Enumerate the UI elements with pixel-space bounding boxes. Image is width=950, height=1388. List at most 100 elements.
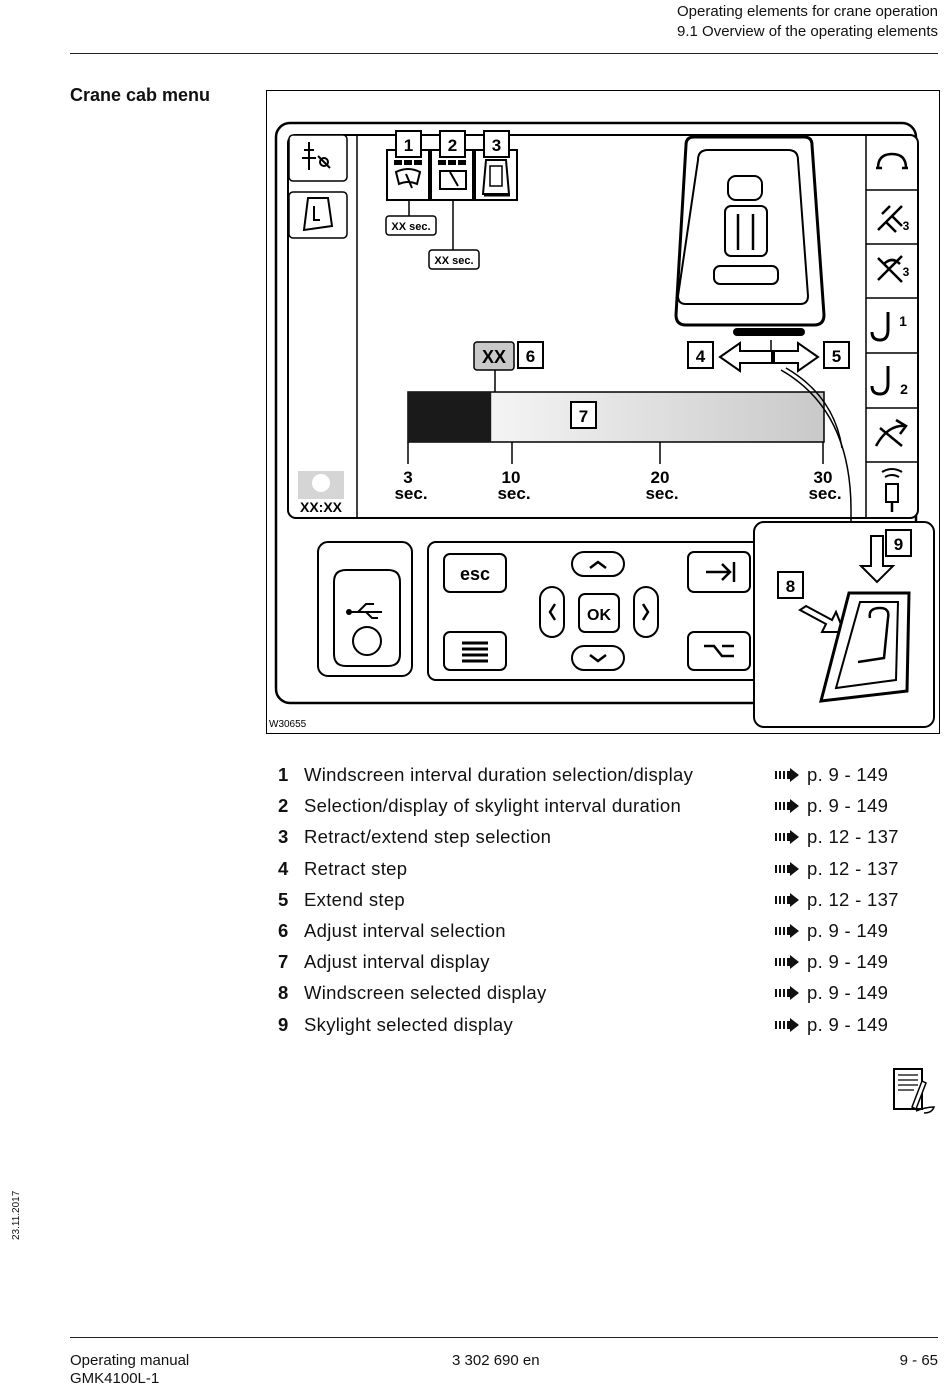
figure-id: W30655 (269, 719, 307, 730)
footer-rule (70, 1337, 938, 1338)
time-display: XX:XX (298, 471, 344, 515)
step-selection-tile[interactable] (474, 149, 518, 201)
windscreen-interval-tile[interactable] (386, 149, 430, 201)
footer-manual: Operating manual (70, 1352, 190, 1369)
slewing-icon[interactable] (876, 152, 908, 170)
header-section: 9.1 Overview of the operating elements (677, 23, 938, 40)
legend-page-ref: p. 12 - 137 (807, 857, 899, 879)
legend-reference[interactable]: p. 9 - 149 (775, 951, 888, 973)
right-button[interactable] (633, 586, 659, 638)
toggle-button[interactable] (687, 631, 751, 671)
time-display-value: XX:XX (300, 499, 343, 515)
tick-label-30: 30 (814, 468, 833, 487)
tab-icon (706, 562, 736, 582)
legend-reference[interactable]: p. 9 - 149 (775, 920, 888, 942)
header-rule (70, 53, 938, 54)
legend-reference[interactable]: p. 12 - 137 (775, 826, 899, 848)
wrench-crane-icon[interactable] (288, 134, 348, 182)
footer-model: GMK4100L-1 (70, 1370, 160, 1387)
interval-bar[interactable] (407, 391, 825, 443)
svg-text:8: 8 (786, 577, 795, 596)
legend-number: 7 (278, 951, 289, 973)
legend-text: Windscreen selected display (304, 982, 547, 1004)
up-button[interactable] (571, 551, 625, 577)
svg-text:9: 9 (894, 535, 903, 554)
legend-number: 6 (278, 919, 289, 941)
tick-label-20: 20 (651, 468, 670, 487)
arrow-ref-icon (775, 892, 799, 907)
legend-text: Skylight selected display (304, 1013, 514, 1035)
hook-2-icon[interactable]: 2 (870, 366, 908, 397)
windscreen-interval-label: XX sec. (385, 215, 437, 236)
extend-step-arrow[interactable] (773, 341, 820, 373)
hook-1-icon[interactable]: 1 (870, 312, 907, 342)
hook-2-number: 2 (900, 381, 908, 397)
skylight-arrow (858, 535, 896, 584)
legend-page-ref: p. 9 - 149 (807, 951, 889, 973)
down-button[interactable] (571, 645, 625, 671)
svg-text:2: 2 (448, 136, 457, 155)
callout-6: 6 (517, 341, 544, 369)
legend-reference[interactable]: p. 12 - 137 (775, 858, 899, 880)
menu-button[interactable] (443, 631, 507, 671)
retract-step-arrow[interactable] (718, 341, 773, 373)
remote-control-icon[interactable] (881, 468, 903, 512)
legend-number: 2 (278, 795, 289, 817)
legend-page-ref: p. 12 - 137 (807, 826, 899, 848)
legend-text: Adjust interval display (304, 951, 490, 973)
ok-button[interactable]: OK (578, 593, 620, 633)
derrick-number: 3 (903, 265, 910, 279)
telescope-3-icon[interactable]: 3 (877, 205, 910, 233)
arrow-ref-icon (775, 799, 799, 814)
callout-4: 4 (687, 341, 714, 369)
legend-text: Retract step (304, 857, 408, 879)
section-title: Crane cab menu (70, 85, 211, 105)
interval-value-button[interactable]: XX (473, 341, 515, 371)
header-chapter: Operating elements for crane operation (677, 3, 938, 20)
legend-page-ref: p. 9 - 149 (807, 795, 889, 817)
legend-item: 7 Adjust interval display p. 9 - 149 (270, 951, 910, 982)
left-button[interactable] (539, 586, 565, 638)
legend-number: 8 (278, 982, 289, 1004)
svg-text:3: 3 (492, 136, 501, 155)
esc-button[interactable]: esc (443, 553, 507, 593)
legend-reference[interactable]: p. 9 - 149 (775, 982, 888, 1004)
legend-reference[interactable]: p. 9 - 149 (775, 1014, 888, 1036)
tab-button[interactable] (687, 551, 751, 593)
legend-text: Retract/extend step selection (304, 826, 552, 848)
selected-seat-icon (818, 591, 911, 703)
luffing-icon[interactable] (874, 418, 908, 447)
callout-7: 7 (570, 401, 597, 429)
tick-unit-30: sec. (808, 484, 841, 503)
svg-text:XX sec.: XX sec. (391, 221, 430, 233)
skylight-interval-tile[interactable] (430, 149, 474, 201)
menu-icon (462, 641, 488, 663)
interval-bar-fill (408, 392, 492, 442)
callout-8: 8 (777, 571, 804, 599)
callout-3: 3 (483, 130, 510, 158)
svg-text:XX: XX (482, 347, 506, 367)
derrick-3-icon[interactable]: 3 (877, 255, 910, 283)
legend-page-ref: p. 9 - 149 (807, 764, 889, 785)
svg-text:5: 5 (832, 347, 841, 366)
tick-unit-3: sec. (394, 484, 427, 503)
seat-icon[interactable] (288, 191, 348, 239)
date-stamp: 23.11.2017 (11, 1190, 22, 1240)
legend-reference[interactable]: p. 9 - 149 (775, 795, 888, 817)
usb-icon (346, 603, 382, 619)
legend-text: Extend step (304, 888, 406, 910)
legend-reference[interactable]: p. 12 - 137 (775, 889, 899, 911)
windscreen-arrow (798, 604, 846, 633)
arrow-ref-icon (775, 955, 799, 970)
legend-page-ref: p. 9 - 149 (807, 1013, 889, 1035)
tick-unit-20: sec. (645, 484, 678, 503)
tick-label-3: 3 (403, 468, 412, 487)
arrow-ref-icon (775, 1017, 799, 1032)
legend-reference[interactable]: p. 9 - 149 (775, 764, 888, 786)
crane-cab-menu-figure: XX:XX 1 2 3 XX sec. XX sec. (266, 90, 940, 734)
